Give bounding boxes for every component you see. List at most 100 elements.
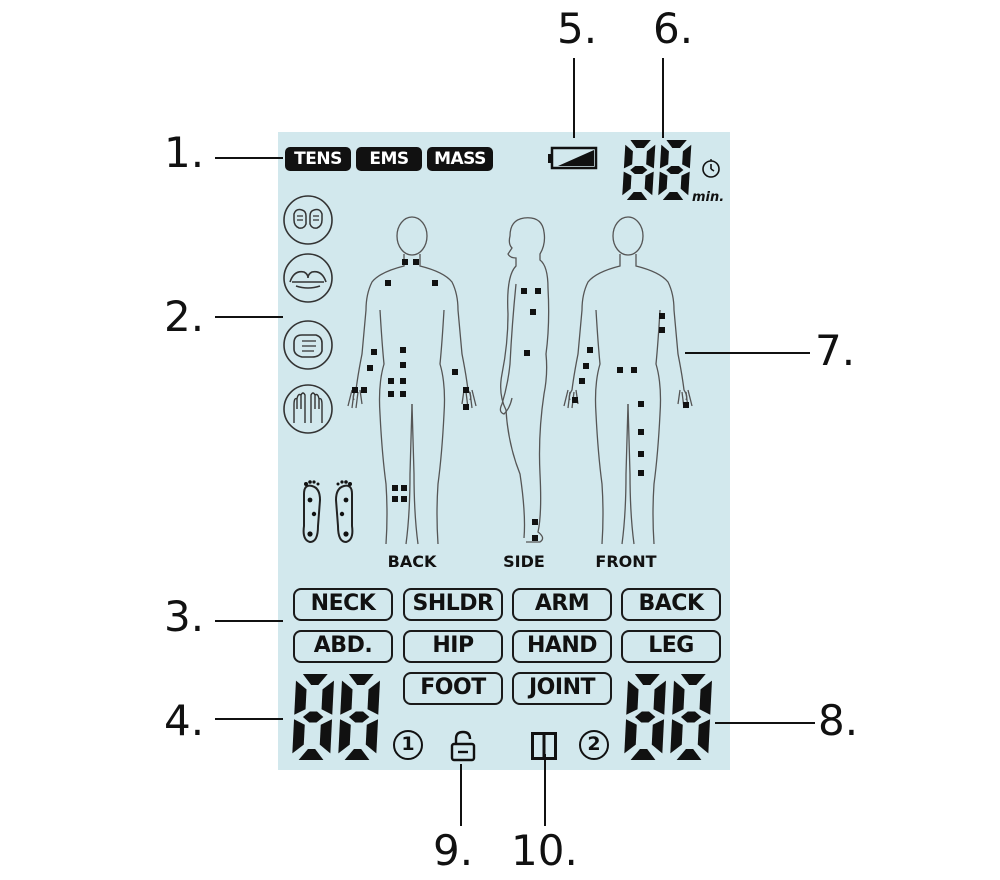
- callout-2: 2.: [164, 292, 205, 341]
- digit-segment: [646, 144, 656, 169]
- channel1-intensity-digits: [292, 674, 380, 760]
- body-figure-back: [347, 216, 477, 545]
- electrode-pad: [400, 391, 406, 397]
- digit-segment: [338, 719, 351, 754]
- leader-line-5: [573, 58, 575, 138]
- callout-6: 6.: [653, 4, 694, 53]
- electrode-pad: [535, 288, 541, 294]
- digit-segment: [680, 171, 690, 196]
- leader-line-3: [215, 620, 283, 622]
- digit-segment: [634, 674, 660, 685]
- feet-icon: [302, 480, 354, 544]
- electrode-pad: [388, 378, 394, 384]
- electrode-pad: [400, 362, 406, 368]
- leader-line-10: [544, 754, 546, 826]
- electrode-pad: [401, 485, 407, 491]
- digit-segment: [658, 171, 668, 196]
- electrode-pad: [583, 363, 589, 369]
- mode-ems-badge: EMS: [356, 147, 422, 171]
- digit-segment: [626, 192, 648, 200]
- pause-icon: [531, 732, 557, 760]
- lcd-display-panel: [278, 132, 730, 770]
- digit-segment: [662, 192, 684, 200]
- body-part-arm[interactable]: ARM: [512, 588, 612, 621]
- digit-segment: [659, 144, 669, 169]
- electrode-pad: [524, 350, 530, 356]
- digit-segment: [697, 719, 711, 754]
- digit-segment: [348, 711, 370, 723]
- pressing-palms-icon: [283, 253, 333, 303]
- electrode-pad: [392, 496, 398, 502]
- electrode-pad: [392, 485, 398, 491]
- electrode-pad: [432, 280, 438, 286]
- digit-segment: [680, 674, 706, 685]
- electrode-pad: [631, 367, 637, 373]
- leader-line-8: [715, 722, 815, 724]
- electrode-pad: [579, 378, 585, 384]
- body-part-shldr[interactable]: SHLDR: [403, 588, 503, 621]
- leader-line-7: [685, 352, 810, 354]
- electrode-pad: [530, 309, 536, 315]
- digit-segment: [682, 144, 692, 169]
- body-part-hand[interactable]: HAND: [512, 630, 612, 663]
- electrode-pad: [587, 347, 593, 353]
- battery-icon: [548, 146, 598, 170]
- electrode-pad: [572, 397, 578, 403]
- digit-segment: [319, 719, 333, 754]
- digit-segment: [348, 674, 374, 685]
- body-figure-side: [499, 217, 550, 543]
- electrode-pad: [452, 369, 458, 375]
- timer-unit-label: min.: [692, 190, 725, 205]
- digit-segment: [672, 680, 685, 715]
- digit-segment: [653, 680, 666, 715]
- electrode-pad: [388, 391, 394, 397]
- electrode-pad: [401, 496, 407, 502]
- digit-segment: [680, 711, 702, 723]
- digit-segment: [676, 749, 702, 760]
- channel2-indicator: 2: [579, 730, 609, 760]
- callout-7: 7.: [815, 326, 856, 375]
- electrode-pad: [683, 402, 689, 408]
- digit-segment: [294, 680, 307, 715]
- digit-segment: [630, 166, 648, 174]
- digit-segment: [670, 719, 683, 754]
- fist-tapping-icon: [283, 320, 333, 370]
- body-part-foot[interactable]: FOOT: [403, 672, 503, 705]
- electrode-pad: [638, 470, 644, 476]
- digit-segment: [634, 711, 656, 723]
- body-part-back[interactable]: BACK: [621, 588, 721, 621]
- leader-line-4: [215, 718, 283, 720]
- body-part-leg[interactable]: LEG: [621, 630, 721, 663]
- electrode-pad: [361, 387, 367, 393]
- digit-segment: [367, 680, 380, 715]
- body-part-neck[interactable]: NECK: [293, 588, 393, 621]
- digit-segment: [651, 719, 665, 754]
- electrode-pad: [521, 288, 527, 294]
- channel1-indicator: 1: [393, 730, 423, 760]
- digit-segment: [622, 171, 632, 196]
- leader-line-1: [215, 157, 283, 159]
- body-part-abd[interactable]: ABD.: [293, 630, 393, 663]
- kneading-hands-icon: [283, 195, 333, 245]
- open-palms-icon: [283, 384, 333, 434]
- leader-line-2: [215, 316, 283, 318]
- electrode-pad: [463, 404, 469, 410]
- electrode-pad: [400, 347, 406, 353]
- digit-segment: [666, 166, 684, 174]
- callout-10: 10.: [511, 826, 578, 875]
- electrode-pad: [532, 519, 538, 525]
- electrode-pad: [659, 313, 665, 319]
- digit-segment: [302, 711, 324, 723]
- digit-segment: [626, 680, 639, 715]
- body-part-hip[interactable]: HIP: [403, 630, 503, 663]
- digit-segment: [644, 171, 654, 196]
- digit-segment: [630, 749, 656, 760]
- electrode-pad: [638, 451, 644, 457]
- leader-line-9: [460, 764, 462, 826]
- mode-mass-badge: MASS: [427, 147, 493, 171]
- body-part-joint[interactable]: JOINT: [512, 672, 612, 705]
- digit-segment: [292, 719, 305, 754]
- digit-segment: [699, 680, 712, 715]
- callout-8: 8.: [818, 696, 859, 745]
